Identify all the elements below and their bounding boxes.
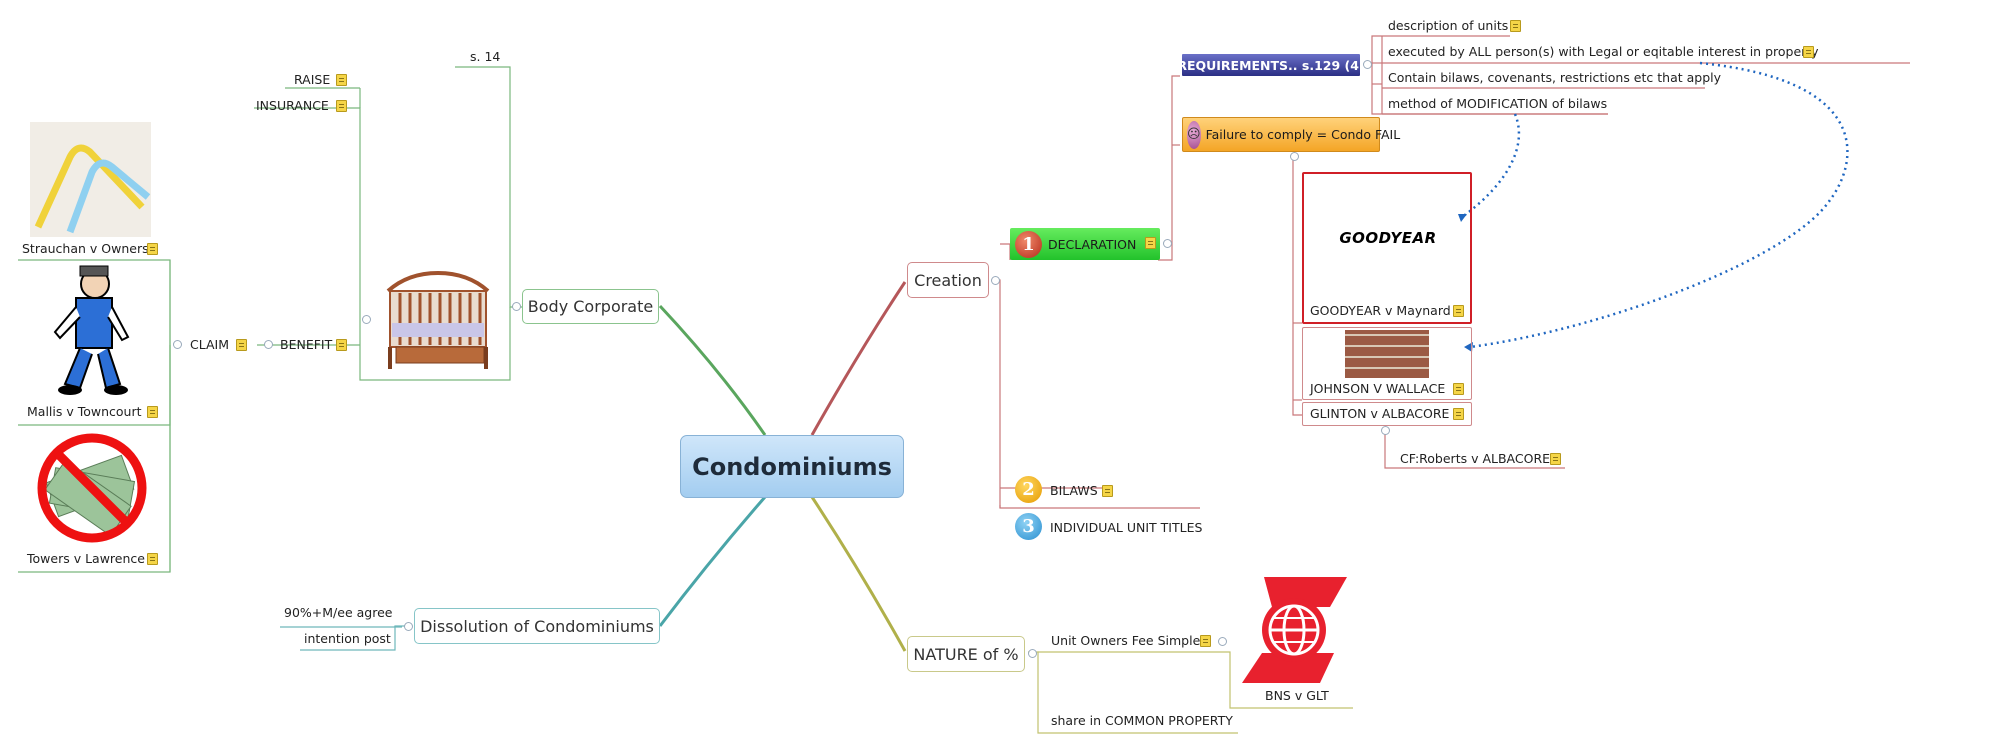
- branch-creation: [810, 281, 907, 436]
- note-icon[interactable]: [1453, 305, 1464, 317]
- collapse-toggle[interactable]: [264, 340, 273, 349]
- collapse-toggle[interactable]: [1363, 60, 1372, 69]
- fee-simple-label: Unit Owners Fee Simple: [1051, 633, 1201, 648]
- scotiabank-logo: [1242, 577, 1347, 683]
- case-cf-roberts: CF:Roberts v ALBACORE: [1400, 451, 1551, 466]
- note-icon[interactable]: [336, 100, 347, 112]
- note-icon[interactable]: [336, 74, 347, 86]
- note-icon[interactable]: [147, 553, 158, 565]
- note-icon[interactable]: [336, 339, 347, 351]
- case-glinton: GLINTON v ALBACORE: [1310, 406, 1450, 421]
- straws-image: [30, 122, 151, 237]
- number-three-icon: 3: [1015, 513, 1042, 540]
- collapse-toggle[interactable]: [1290, 152, 1299, 161]
- note-icon[interactable]: [1102, 485, 1113, 497]
- no-money-image: [30, 428, 155, 548]
- case-goodyear: GOODYEAR v Maynard: [1310, 303, 1451, 318]
- goodyear-logo: GOODYEAR: [1324, 182, 1452, 294]
- sad-face-icon: ☹: [1187, 120, 1201, 149]
- case-strauchan: Strauchan v Owners: [22, 241, 149, 256]
- note-icon[interactable]: [1453, 408, 1464, 420]
- number-two-icon: 2: [1015, 476, 1042, 503]
- crib-image: [378, 265, 498, 377]
- requirements-topic[interactable]: REQUIREMENTS.. s.129 (4): [1177, 54, 1365, 76]
- collapse-toggle[interactable]: [1381, 426, 1390, 435]
- branch-dissolution: [658, 496, 767, 627]
- note-icon[interactable]: [1200, 635, 1211, 647]
- benefit-label: BENEFIT: [280, 337, 333, 352]
- johnson-case-card[interactable]: [1302, 327, 1472, 400]
- collapse-toggle[interactable]: [362, 315, 371, 324]
- body-corporate-topic[interactable]: Body Corporate: [522, 289, 659, 324]
- brick-wall-image: [1345, 330, 1429, 378]
- dissolution-topic[interactable]: Dissolution of Condominiums: [414, 608, 660, 644]
- branch-body-corporate: [658, 304, 767, 436]
- branch-nature: [810, 496, 907, 652]
- req-item: description of units: [1388, 18, 1509, 33]
- declaration-topic[interactable]: 1 DECLARATION: [1010, 228, 1160, 260]
- note-icon[interactable]: [1510, 20, 1521, 32]
- case-bns: BNS v GLT: [1265, 688, 1329, 703]
- req-item: Contain bilaws, covenants, restrictions …: [1388, 70, 1722, 85]
- collapse-toggle[interactable]: [173, 340, 182, 349]
- goodyear-case-card[interactable]: GOODYEAR: [1302, 172, 1472, 324]
- req-item: executed by ALL person(s) with Legal or …: [1388, 44, 1819, 59]
- note-icon[interactable]: [1550, 453, 1561, 465]
- central-title: Condominiums: [692, 452, 892, 481]
- collapse-toggle[interactable]: [1028, 649, 1037, 658]
- note-icon[interactable]: [147, 243, 158, 255]
- note-icon[interactable]: [1453, 383, 1464, 395]
- nature-topic[interactable]: NATURE of %: [907, 636, 1025, 672]
- collapse-toggle[interactable]: [512, 302, 521, 311]
- case-johnson: JOHNSON V WALLACE: [1310, 381, 1446, 396]
- glinton-case-card[interactable]: [1302, 402, 1472, 426]
- req-item: method of MODIFICATION of bilaws: [1388, 96, 1608, 111]
- number-one-icon: 1: [1015, 230, 1042, 258]
- bilaws-label: BILAWS: [1050, 483, 1098, 498]
- arrow-method-to-goodyear: [1461, 113, 1521, 219]
- cartoon-man-image: [40, 262, 140, 397]
- central-topic[interactable]: Condominiums: [680, 435, 904, 498]
- note-icon[interactable]: [1145, 237, 1156, 249]
- creation-topic[interactable]: Creation: [907, 262, 989, 298]
- note-icon[interactable]: [236, 339, 247, 351]
- note-icon[interactable]: [1803, 46, 1814, 58]
- common-property-label: share in COMMON PROPERTY: [1051, 713, 1233, 728]
- collapse-toggle[interactable]: [404, 622, 413, 631]
- claim-label: CLAIM: [190, 337, 230, 352]
- s14-label: s. 14: [470, 49, 501, 64]
- unit-titles-label: INDIVIDUAL UNIT TITLES: [1050, 520, 1203, 535]
- note-icon[interactable]: [147, 406, 158, 418]
- collapse-toggle[interactable]: [1163, 239, 1172, 248]
- intention-label: intention post: [304, 631, 391, 646]
- collapse-toggle[interactable]: [991, 276, 1000, 285]
- case-towers: Towers v Lawrence: [27, 551, 145, 566]
- insurance-label: INSURANCE: [256, 98, 329, 113]
- failure-topic[interactable]: ☹ Failure to comply = Condo FAIL: [1182, 117, 1400, 152]
- collapse-toggle[interactable]: [1218, 637, 1227, 646]
- agree-label: 90%+M/ee agree: [284, 605, 393, 620]
- raise-label: RAISE: [294, 72, 331, 87]
- case-mallis: Mallis v Towncourt: [27, 404, 142, 419]
